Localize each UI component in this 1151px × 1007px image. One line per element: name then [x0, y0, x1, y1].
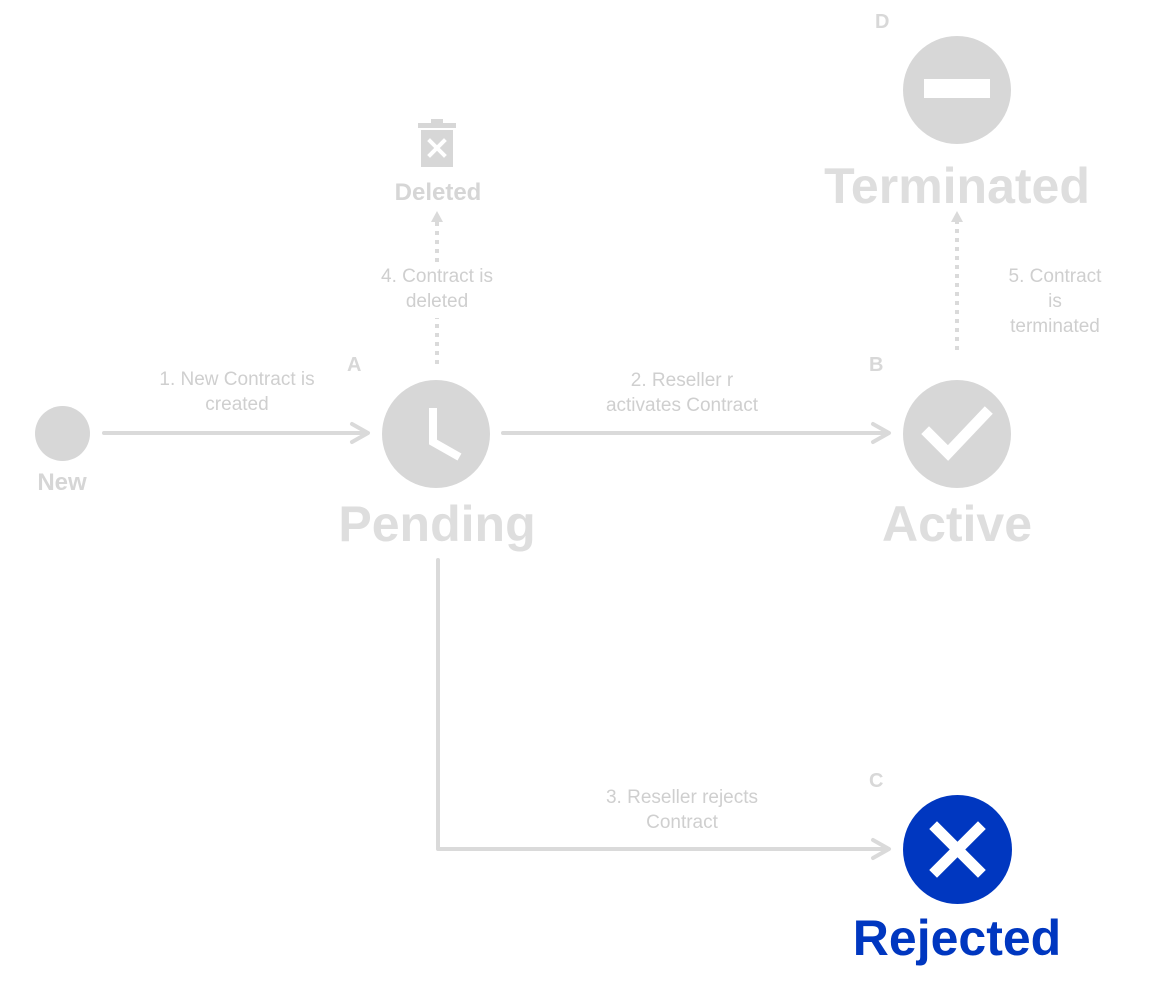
new-state-label: New	[37, 469, 87, 496]
transition-3-label: 3. Reseller rejects Contract	[605, 787, 759, 833]
active-state-letter: B	[869, 354, 884, 376]
active-state-node	[903, 380, 1011, 488]
rejected-state-letter: C	[869, 770, 884, 792]
pending-state-letter: A	[347, 354, 362, 376]
check-icon	[921, 406, 993, 461]
clock-icon	[429, 408, 462, 461]
terminated-state-letter: D	[875, 11, 890, 33]
minus-icon	[924, 79, 990, 98]
arrowhead-pending-rejected	[871, 838, 891, 860]
transition-2-label: 2. Reseller r activates Contract	[605, 370, 759, 416]
rejected-state-node	[903, 795, 1012, 904]
trash-icon	[418, 119, 456, 167]
terminated-state-label: Terminated	[824, 158, 1090, 214]
active-state-label: Active	[881, 496, 1033, 552]
edge-pending-rejected	[436, 558, 890, 851]
rejected-state-label: Rejected	[852, 910, 1062, 966]
transition-4-label: 4. Contract is deleted	[381, 266, 493, 312]
arrowhead-pending-active	[871, 422, 891, 444]
arrowhead-new-pending	[350, 422, 370, 444]
transition-1-label: 1. New Contract is created	[159, 369, 315, 415]
terminated-state-node	[903, 36, 1011, 144]
pending-state-label: Pending	[338, 496, 536, 552]
arrowhead-pending-deleted	[431, 211, 443, 222]
x-icon	[929, 821, 986, 878]
transition-5-label: 5. Contract is terminated	[1008, 266, 1102, 337]
new-state-dot	[35, 406, 90, 461]
deleted-state-label: Deleted	[394, 179, 482, 206]
arrowhead-active-terminated	[951, 211, 963, 222]
pending-state-node	[382, 380, 490, 488]
